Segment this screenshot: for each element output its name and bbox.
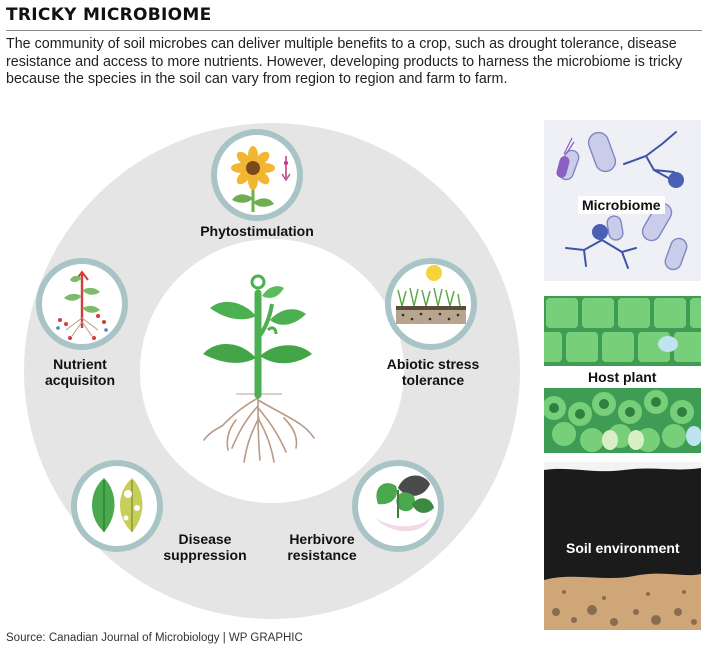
label-herbivore-line2: resistance — [287, 547, 357, 563]
label-herbivore: Herbivore resistance — [272, 531, 372, 563]
source-credit: Source: Canadian Journal of Microbiology… — [6, 632, 303, 644]
label-abiotic-stress: Abiotic stress tolerance — [378, 356, 488, 388]
benefits-ring-svg — [24, 123, 520, 619]
page-title: TRICKY MICROBIOME — [6, 5, 212, 25]
soil-illustration — [544, 462, 701, 630]
label-nutrient-line1: Nutrient — [53, 356, 107, 372]
disease-suppression-badge — [71, 460, 163, 552]
microbiome-panel: Microbiome — [544, 120, 701, 281]
label-phytostimulation: Phytostimulation — [200, 223, 314, 239]
soil-environment-panel: Soil environment — [544, 462, 701, 630]
label-disease-line1: Disease — [178, 531, 232, 547]
phytostimulation-badge — [211, 129, 303, 221]
host-plant-panel: Host plant — [544, 296, 701, 453]
intro-text: The community of soil microbes can deliv… — [6, 36, 683, 87]
microbiome-illustration — [556, 131, 688, 271]
benefits-diagram: Phytostimulation Abiotic stress toleranc… — [0, 108, 540, 628]
label-nutrient: Nutrient acquisiton — [25, 356, 135, 388]
label-soil-environment: Soil environment — [566, 540, 680, 556]
label-disease: Disease suppression — [150, 531, 260, 563]
label-microbiome: Microbiome — [578, 196, 665, 214]
inner-disk — [140, 239, 404, 503]
central-plant-icon — [203, 274, 315, 463]
host-plant-illustration — [544, 298, 701, 452]
abiotic-stress-badge — [385, 258, 477, 350]
label-host-plant: Host plant — [588, 369, 657, 385]
label-disease-line2: suppression — [163, 547, 247, 563]
nutrient-acquisition-badge — [36, 258, 128, 350]
title-rule — [6, 30, 702, 31]
label-abiotic-line1: Abiotic stress — [386, 356, 480, 372]
label-abiotic-line2: tolerance — [401, 372, 465, 388]
label-nutrient-line2: acquisiton — [44, 372, 115, 388]
herbivore-resistance-badge — [352, 460, 444, 552]
label-herbivore-line1: Herbivore — [289, 531, 355, 547]
